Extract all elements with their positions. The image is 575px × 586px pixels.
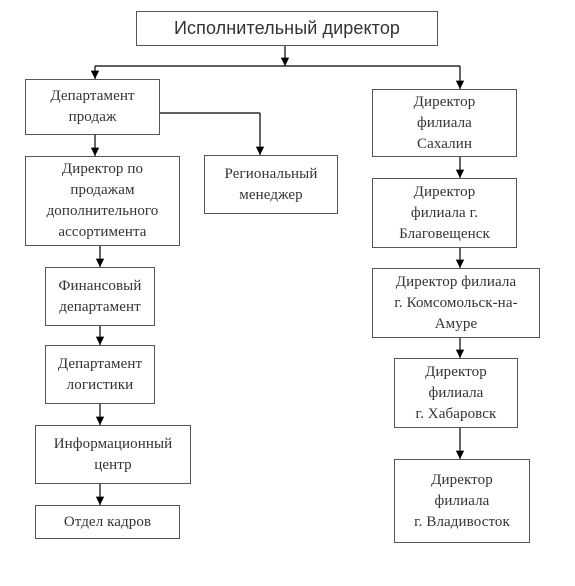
- it-center-box: Информационный центр: [35, 425, 191, 484]
- branch-sakhalin-box: Директор филиала Сахалин: [372, 89, 517, 157]
- branch-khabarovsk-box: Директор филиала г. Хабаровск: [394, 358, 518, 428]
- branch-blagoveshchensk-box: Директор филиала г. Благовещенск: [372, 178, 517, 248]
- branch-vladivostok-box: Директор филиала г. Владивосток: [394, 459, 530, 543]
- ceo-box: Исполнительный директор: [136, 11, 438, 46]
- sales-director-box: Директор по продажам дополнительного асс…: [25, 156, 180, 246]
- branch-komsomolsk-box: Директор филиала г. Комсомольск-на- Амур…: [372, 268, 540, 338]
- regional-manager-box: Региональный менеджер: [204, 155, 338, 214]
- logistics-department-box: Департамент логистики: [45, 345, 155, 404]
- hr-department-box: Отдел кадров: [35, 505, 180, 539]
- sales-department-box: Департамент продаж: [25, 79, 160, 135]
- finance-department-box: Финансовый департамент: [45, 267, 155, 326]
